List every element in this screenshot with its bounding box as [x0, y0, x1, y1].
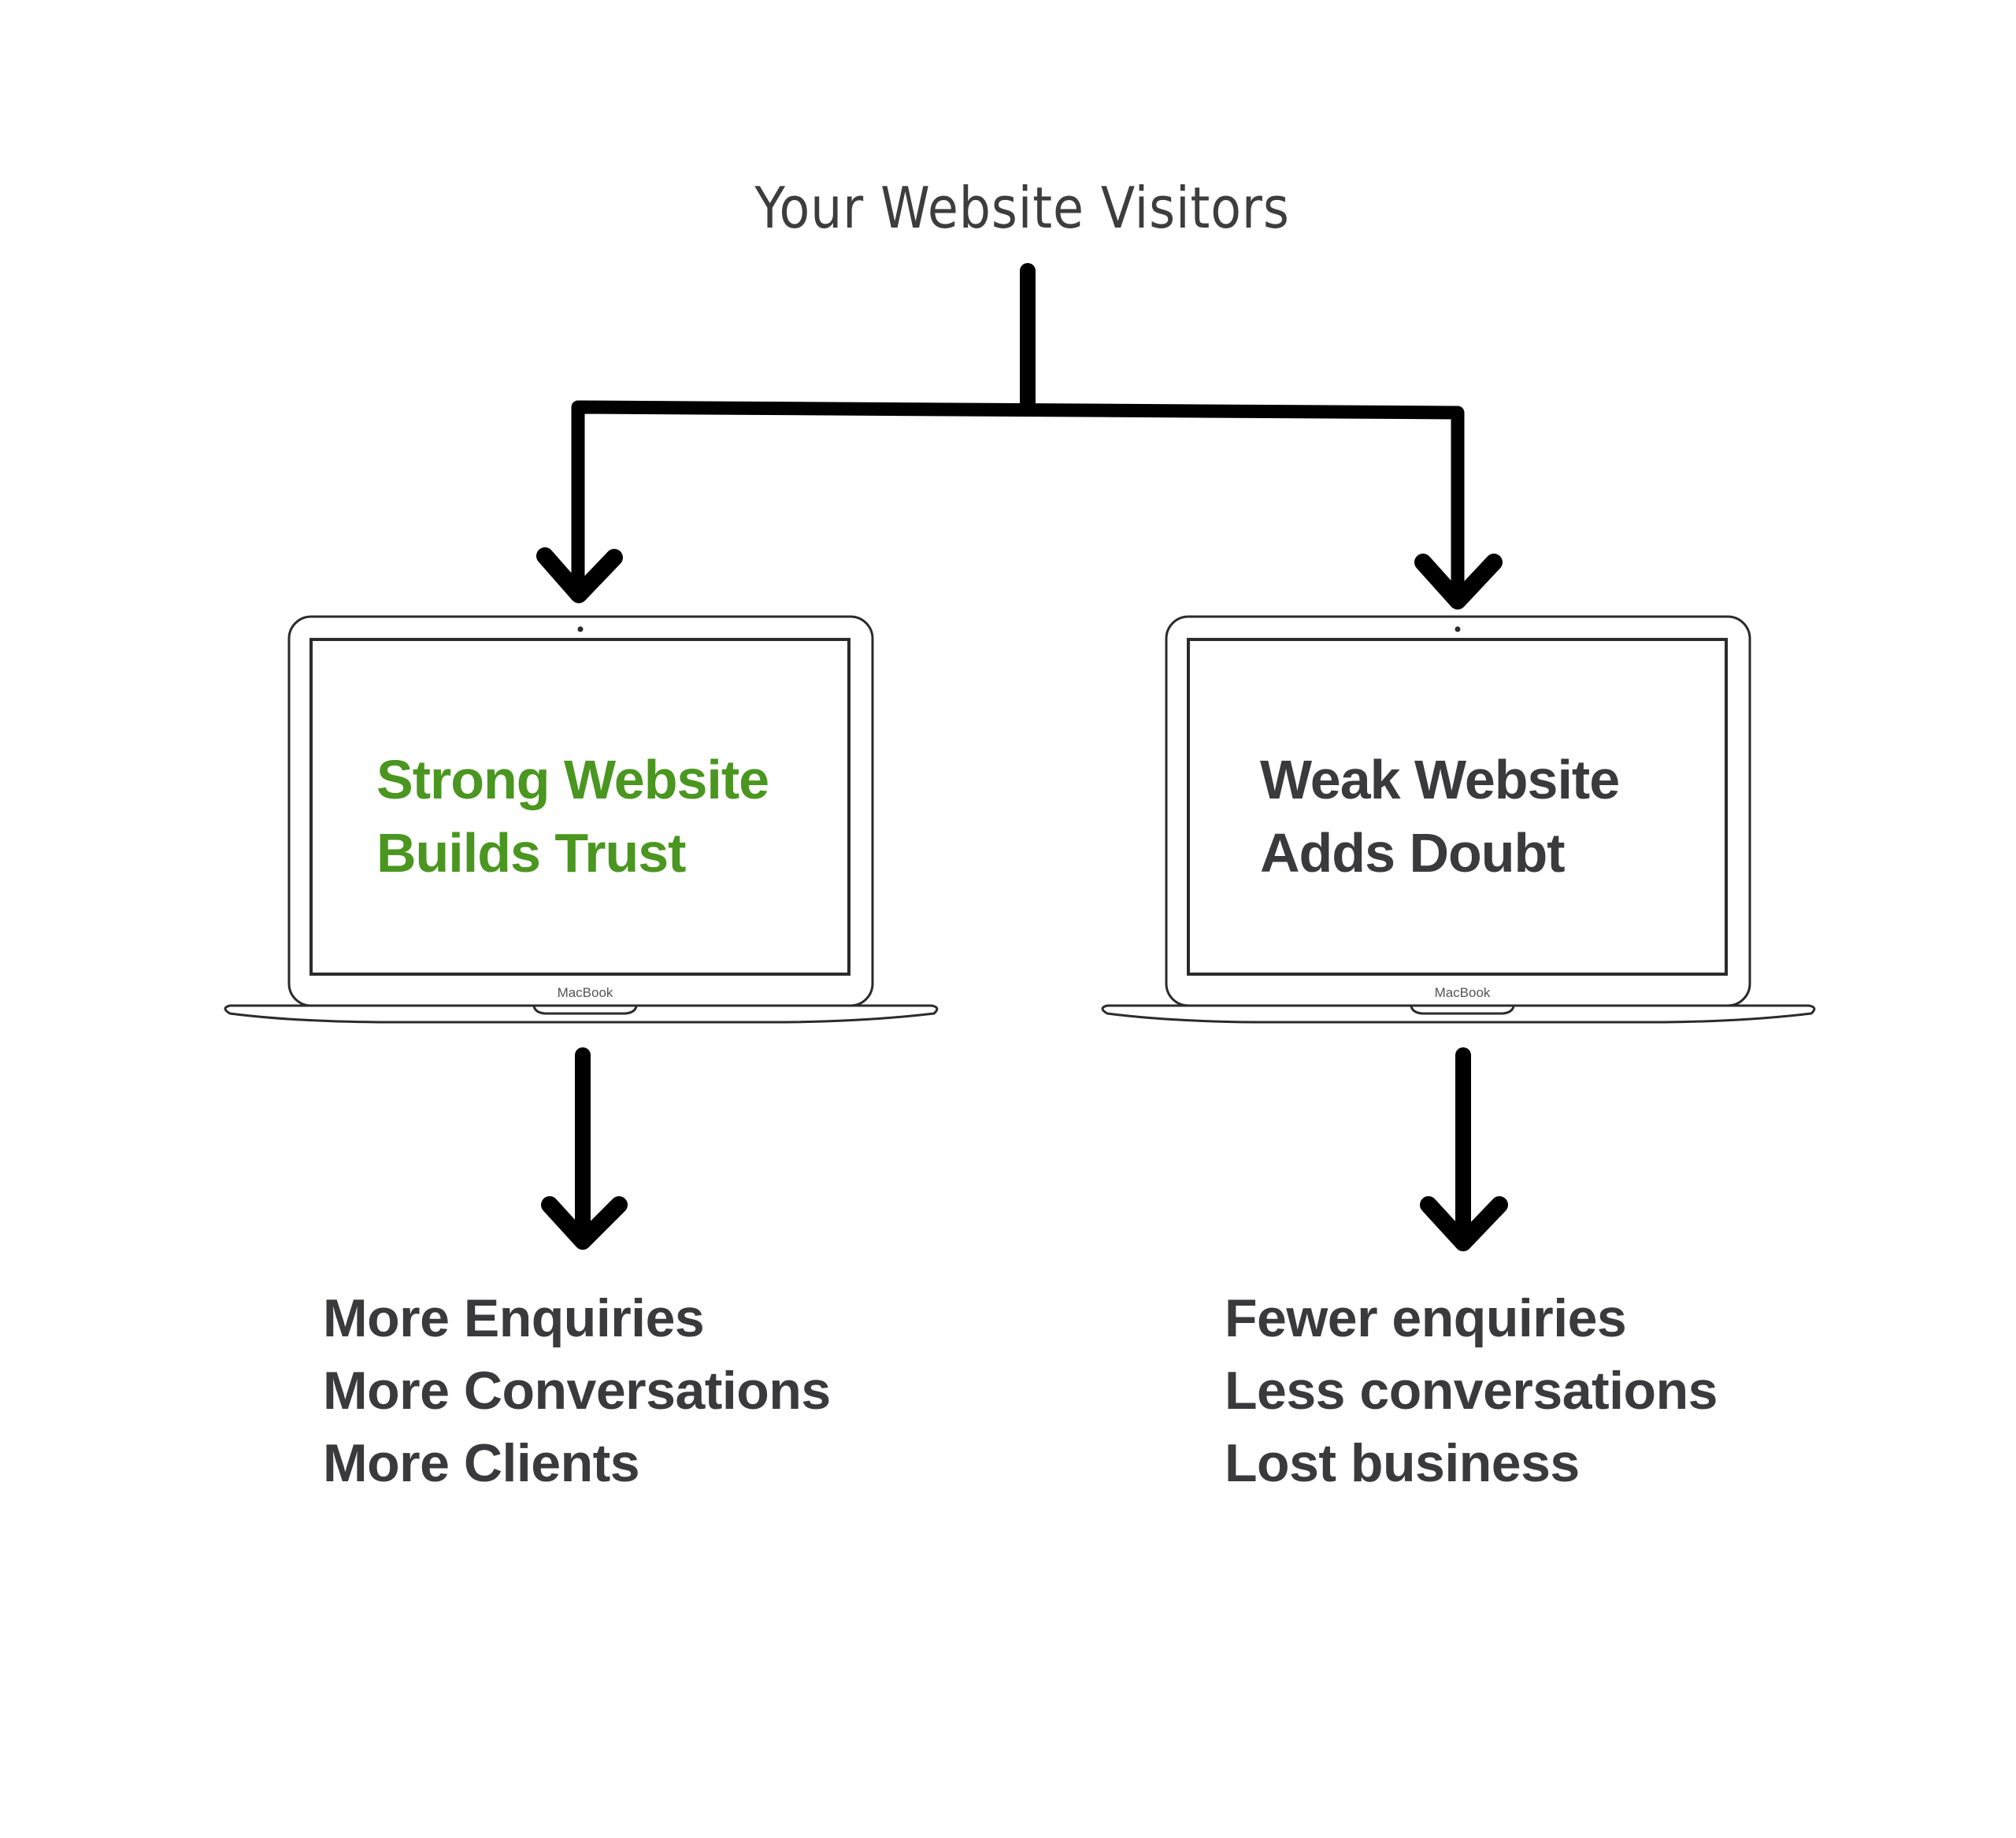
screen-line: Adds Doubt	[1260, 822, 1566, 884]
right-top-arrowhead-icon	[1414, 554, 1503, 610]
outcome-item: Less conversations	[1225, 1361, 1718, 1421]
camera-dot	[577, 626, 584, 632]
screen-line: Weak Website	[1260, 749, 1620, 810]
outcome-arrows	[541, 1047, 1508, 1251]
outcome-item: More Clients	[323, 1433, 640, 1493]
outcome-item: More Enquiries	[323, 1288, 705, 1348]
weak-outcomes-list: Fewer enquiries Less conversations Lost …	[1225, 1282, 1718, 1499]
laptop-strong: MacBook	[224, 615, 939, 1024]
left-top-arrowhead-icon	[536, 547, 623, 603]
laptop-notch	[532, 1006, 638, 1015]
outcome-item: Lost business	[1225, 1433, 1580, 1493]
laptop-screen	[309, 638, 850, 976]
outcome-item: More Conversations	[323, 1361, 831, 1421]
laptop-notch	[1410, 1006, 1515, 1015]
diagram-title: Your Website Visitors	[754, 175, 1290, 241]
left-outcome-arrowhead-icon	[541, 1196, 628, 1250]
device-label: MacBook	[558, 985, 613, 1000]
device-label: MacBook	[1435, 985, 1491, 1000]
right-outcome-arrowhead-icon	[1420, 1196, 1508, 1251]
strong-outcomes-list: More Enquiries More Conversations More C…	[323, 1282, 831, 1499]
branch-bar	[571, 400, 1465, 604]
laptop-weak: MacBook	[1101, 615, 1816, 1024]
outcome-item: Fewer enquiries	[1225, 1288, 1627, 1348]
camera-dot	[1455, 626, 1461, 632]
laptop-screen	[1187, 638, 1728, 976]
screen-line: Builds Trust	[376, 822, 686, 884]
strong-website-screen-text: Strong Website Builds Trust	[376, 743, 769, 890]
connector-tree	[536, 263, 1503, 610]
screen-line: Strong Website	[376, 749, 769, 810]
weak-website-screen-text: Weak Website Adds Doubt	[1260, 743, 1620, 890]
